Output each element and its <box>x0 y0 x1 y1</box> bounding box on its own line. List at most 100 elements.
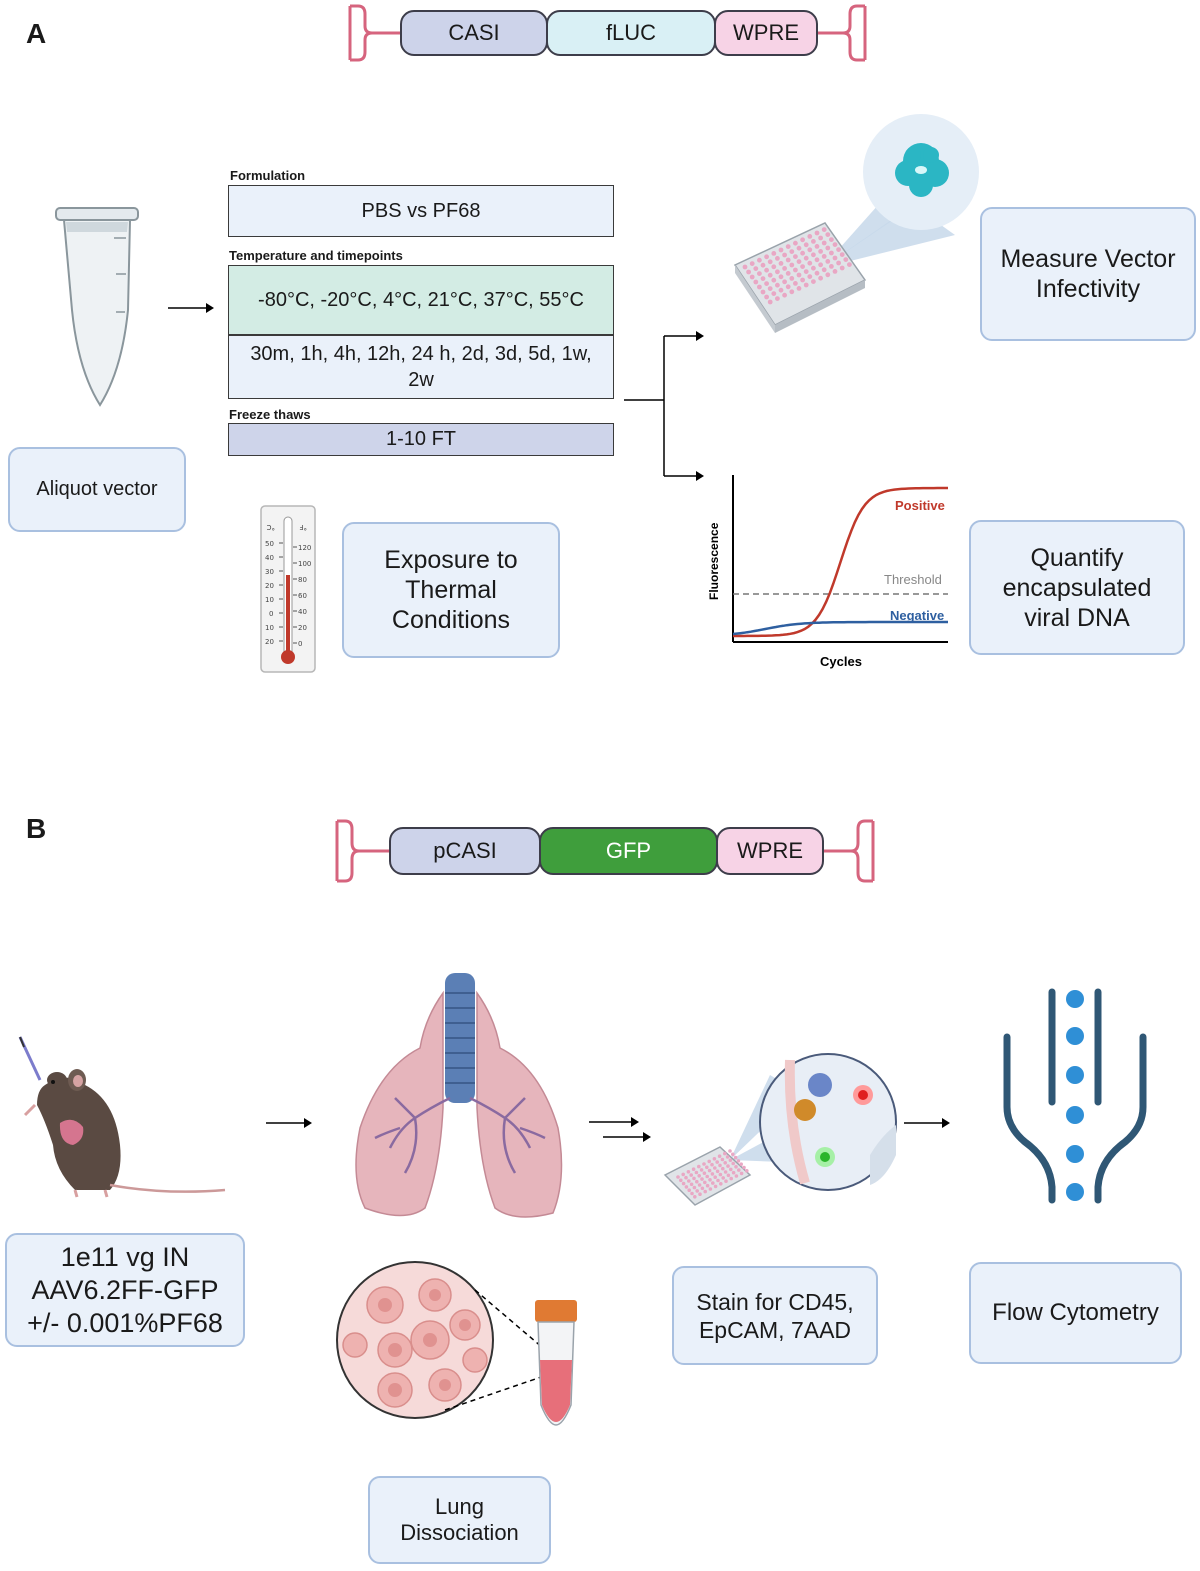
plate-well <box>702 1162 706 1166</box>
plate-well <box>760 276 766 281</box>
plate-well <box>702 1171 707 1175</box>
plate-well <box>749 261 755 266</box>
plate-well <box>785 271 791 276</box>
plate-well <box>726 1164 730 1168</box>
formulation-box: PBS vs PF68 <box>228 185 614 237</box>
plate-well <box>711 1181 715 1185</box>
plate-well <box>836 260 841 266</box>
plate-well <box>764 281 769 286</box>
plate-well <box>847 262 852 267</box>
plate-well <box>734 1174 739 1178</box>
plate-well <box>725 1155 730 1159</box>
plate-well <box>699 1168 704 1172</box>
timepoints-box: 30m, 1h, 4h, 12h, 24 h, 2d, 3d, 5d, 1w, … <box>228 335 614 399</box>
plate-well <box>736 1159 741 1163</box>
plate-well <box>694 1170 699 1175</box>
construct-segment-gfp: GFP <box>539 827 718 875</box>
plate-well <box>692 1176 696 1181</box>
plate-well <box>789 289 795 295</box>
plate-well <box>713 1184 718 1189</box>
plate-well <box>814 270 820 276</box>
threshold-label: Threshold <box>884 572 942 587</box>
plate-well <box>814 244 820 249</box>
plate-well <box>721 1166 725 1171</box>
plate-well <box>697 1183 702 1187</box>
celsius-tick: 50 <box>265 540 274 548</box>
plate-well <box>811 265 816 271</box>
plate-well <box>800 277 805 283</box>
plate-well <box>807 234 813 239</box>
plate-well <box>742 1165 746 1170</box>
plate-well <box>807 260 813 266</box>
plate-well <box>684 1185 689 1189</box>
plate-well <box>726 1173 731 1178</box>
plate-well <box>785 284 791 290</box>
plate-well <box>723 1161 727 1165</box>
plate-well <box>836 247 841 253</box>
flow-cytometry-icon <box>1003 988 1147 1204</box>
plate-well <box>789 276 795 281</box>
plate-well <box>720 1157 725 1162</box>
plate-well <box>723 1170 728 1174</box>
construct-segment-wpre: WPRE <box>716 827 824 875</box>
plate-well <box>729 1176 733 1181</box>
plate-well <box>710 1172 715 1176</box>
celsius-unit-label: °C <box>267 523 276 531</box>
arrow-icon <box>266 1118 312 1128</box>
arrow-icon <box>904 1118 950 1128</box>
plate-well <box>832 255 838 261</box>
plate-well <box>825 259 831 264</box>
plate-well <box>764 294 769 300</box>
plate-well <box>782 292 787 298</box>
plate-well <box>825 272 831 278</box>
plate-well <box>767 299 773 305</box>
plate-well <box>700 1186 705 1191</box>
cells-icon <box>336 1261 577 1426</box>
celsius-tick: 0 <box>269 610 273 618</box>
celsius-tick: 20 <box>265 582 274 590</box>
plate-well <box>775 269 780 275</box>
plate-well <box>811 252 816 258</box>
plate-well <box>825 232 831 237</box>
fahrenheit-tick: 60 <box>298 592 307 600</box>
panel-letter-a: A <box>26 18 47 49</box>
construct-segment-wpre: WPRE <box>714 10 818 56</box>
plate-well <box>731 1170 736 1175</box>
plate-well <box>712 1157 717 1161</box>
plate-well <box>803 242 809 248</box>
plate-well <box>778 261 784 266</box>
plate-well <box>692 1185 697 1190</box>
plate-well <box>839 265 845 271</box>
plate-well <box>715 1160 719 1164</box>
celsius-tick: 40 <box>265 554 274 562</box>
dose-box: 1e11 vg IN AAV6.2FF-GFP +/- 0.001%PF68 <box>5 1233 245 1347</box>
plate-well <box>745 1169 749 1173</box>
plate-well <box>728 1158 733 1162</box>
branch-arrows <box>624 331 704 481</box>
plate-well <box>807 274 813 279</box>
plate-well <box>734 1165 738 1169</box>
plate-well <box>803 282 809 288</box>
flow-cytometry-box: Flow Cytometry <box>969 1262 1182 1364</box>
celsius-tick: 10 <box>265 596 274 604</box>
plate-well <box>803 269 809 274</box>
plate-well <box>818 249 823 254</box>
plate-well <box>767 286 773 291</box>
plate-well <box>796 286 802 291</box>
plate-well <box>760 289 766 295</box>
plate-well <box>705 1183 710 1188</box>
plate-well <box>800 237 805 243</box>
plate-well <box>782 279 787 285</box>
plate-well <box>793 254 798 259</box>
plate-well <box>821 254 827 259</box>
plate-well <box>721 1176 725 1180</box>
plate-well <box>686 1170 691 1174</box>
plate-well <box>757 257 762 263</box>
plate-well <box>757 284 762 290</box>
plate-well <box>818 275 823 281</box>
plate-well <box>793 281 798 286</box>
double-arrow-icon <box>589 1117 651 1142</box>
plate-well <box>689 1182 694 1187</box>
plate-well <box>771 277 777 283</box>
plate-well <box>700 1177 704 1181</box>
